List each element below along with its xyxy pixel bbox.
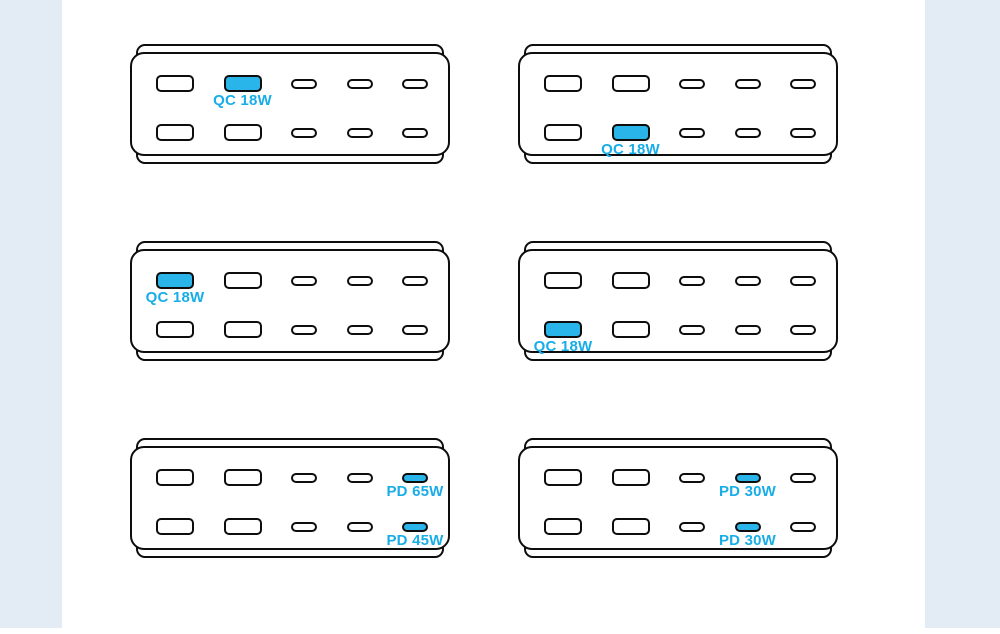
usb-c-port [790,127,816,138]
usb-c-port [679,521,705,532]
port-power-label: QC 18W [145,289,205,306]
usb-a-port [611,321,650,338]
usb-c-port [679,472,705,483]
device-body: PD 65W PD 45W [130,446,450,550]
usb-a-port-highlighted: QC 18W [213,75,272,108]
usb-a-port-highlighted: QC 18W [146,272,204,305]
usb-a-port [223,518,262,535]
port-power-label: QC 18W [213,92,272,109]
usb-c-port [790,521,816,532]
usb-c-port [679,78,705,89]
usb-c-port [346,472,373,483]
device-body: QC 18W [518,52,838,157]
usb-a-port [544,469,582,486]
usb-c-port [679,127,705,138]
usb-c-port [790,275,816,286]
port-row: PD 65W [156,469,443,499]
right-background-panel [925,0,1000,628]
port-power-label: PD 30W [718,531,777,549]
device-bottom-left: PD 65W PD 45W [130,438,450,558]
port-power-label: QC 18W [533,338,593,355]
usb-c-port [346,78,373,89]
usb-c-port-highlighted: PD 30W [719,521,776,548]
usb-c-port [679,275,705,286]
usb-a-port [544,75,582,92]
usb-a-port [544,272,582,289]
usb-c-port [291,275,317,286]
usb-a-port [156,321,194,338]
device-body: QC 18W [518,249,838,354]
usb-c-port [402,127,428,138]
usb-a-port [611,518,650,535]
port-row: PD 30W [544,469,816,499]
usb-c-port [291,472,317,483]
usb-c-port-highlighted: PD 45W [386,521,443,548]
device-middle-left: QC 18W [130,241,450,361]
usb-c-port [402,78,428,89]
usb-c-port [402,324,428,335]
usb-c-port [790,472,816,483]
usb-c-port [734,324,761,335]
port-row: QC 18W [544,124,816,157]
usb-c-port [346,275,373,286]
port-row: QC 18W [156,75,428,108]
usb-a-port [156,518,194,535]
usb-a-port [223,272,262,289]
port-row [156,124,428,141]
port-row [156,321,428,338]
left-background-panel [0,0,62,628]
usb-c-port [734,127,761,138]
usb-c-port [734,275,761,286]
usb-a-port [223,124,262,141]
usb-a-port [223,321,262,338]
usb-a-port-highlighted: QC 18W [534,321,592,354]
usb-a-port [156,75,194,92]
usb-c-port-highlighted: PD 30W [719,472,776,499]
usb-a-port [156,124,194,141]
device-top-right: QC 18W [518,44,838,164]
port-power-label: PD 65W [386,482,444,500]
usb-c-port [291,127,317,138]
usb-a-port [544,124,582,141]
port-power-label: QC 18W [601,141,660,158]
usb-c-port [402,275,428,286]
port-row: PD 45W [156,518,443,548]
usb-c-port [790,78,816,89]
usb-c-port [346,521,373,532]
device-body: PD 30W PD 30W [518,446,838,550]
usb-c-port [291,78,317,89]
usb-c-port [734,78,761,89]
port-power-label: PD 45W [386,531,444,549]
device-bottom-right: PD 30W PD 30W [518,438,838,558]
usb-a-port [611,469,650,486]
usb-c-port [679,324,705,335]
device-body: QC 18W [130,249,450,353]
device-body: QC 18W [130,52,450,156]
usb-a-port-highlighted: QC 18W [601,124,660,157]
port-row: QC 18W [146,272,428,305]
usb-a-port [544,518,582,535]
usb-a-port [611,272,650,289]
port-row [544,272,816,289]
port-row: PD 30W [544,518,816,548]
usb-c-port [790,324,816,335]
usb-c-port [346,127,373,138]
usb-c-port-highlighted: PD 65W [386,472,443,499]
usb-a-port [611,75,650,92]
port-row [544,75,816,92]
usb-a-port [156,469,194,486]
usb-c-port [346,324,373,335]
port-row: QC 18W [534,321,816,354]
device-middle-right: QC 18W [518,241,838,361]
usb-a-port [223,469,262,486]
usb-c-port [291,324,317,335]
device-top-left: QC 18W [130,44,450,164]
usb-c-port [291,521,317,532]
port-power-label: PD 30W [718,482,777,500]
